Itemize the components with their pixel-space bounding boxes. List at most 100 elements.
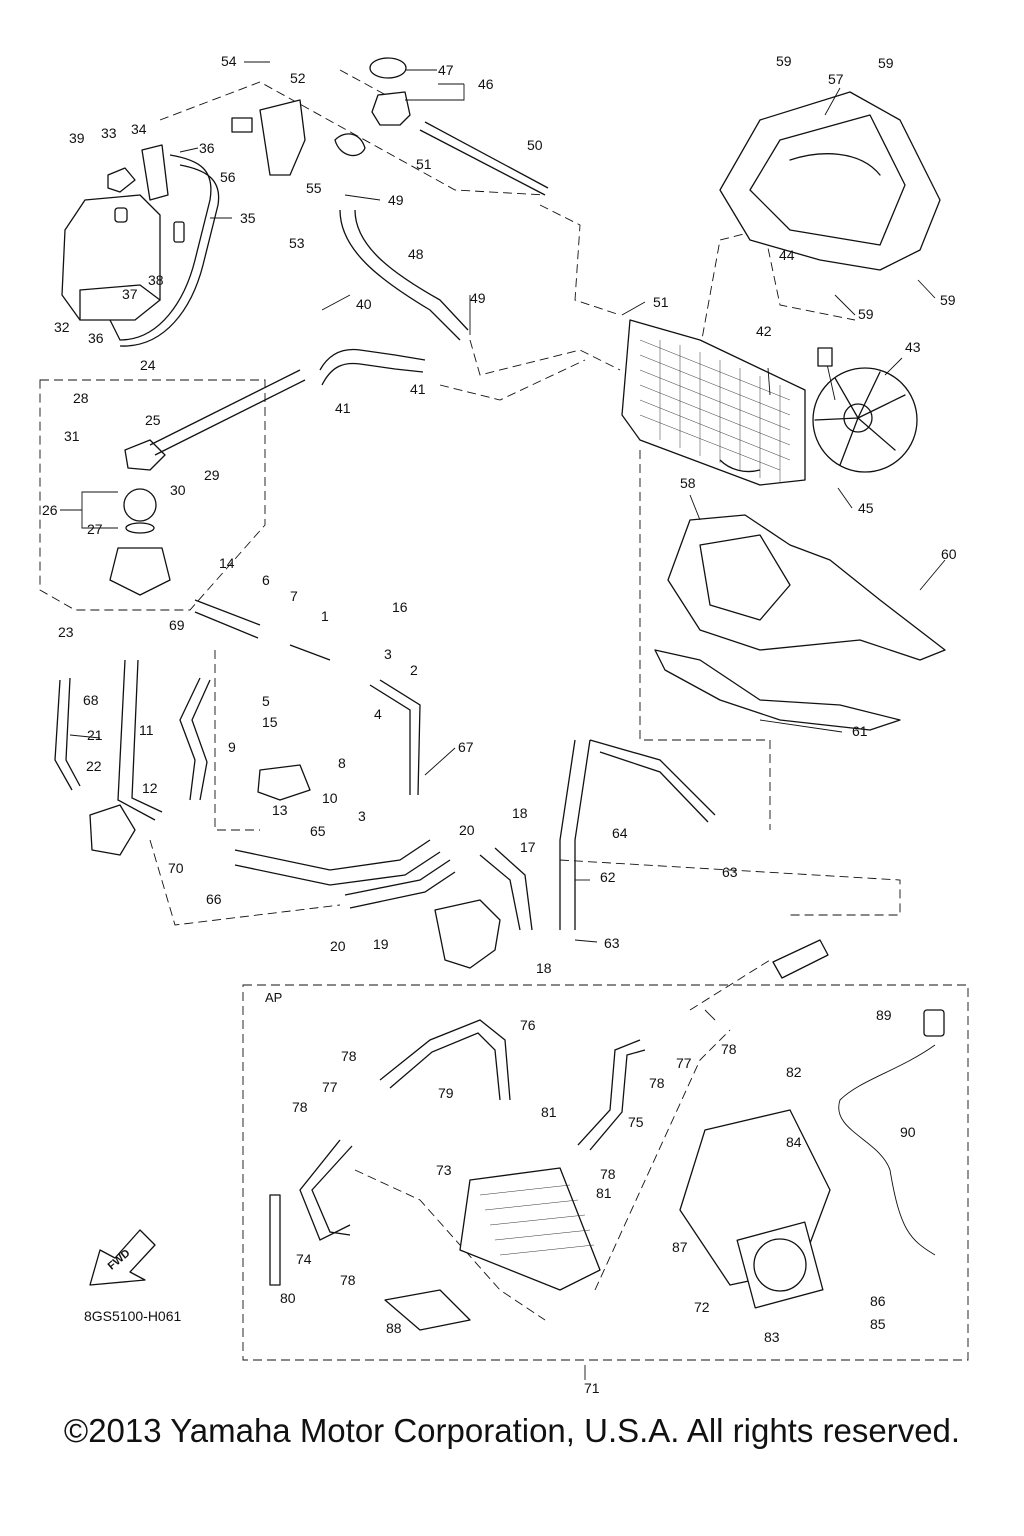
callout-45: 45 xyxy=(858,500,874,516)
callout-11: 11 xyxy=(139,722,154,738)
callout-18: 18 xyxy=(512,805,528,821)
callout-58: 58 xyxy=(680,475,696,491)
callout-39: 39 xyxy=(69,130,85,146)
callout-22: 22 xyxy=(86,758,102,774)
callout-8: 8 xyxy=(338,755,346,771)
callout-71: 71 xyxy=(584,1380,600,1396)
callout-50: 50 xyxy=(527,137,543,153)
diagram-code: 8GS5100-H061 xyxy=(84,1308,182,1324)
callout-78: 78 xyxy=(721,1041,737,1057)
callout-12: 12 xyxy=(142,780,158,796)
callout-77: 77 xyxy=(322,1079,338,1095)
callout-32: 32 xyxy=(54,319,70,335)
callout-43: 43 xyxy=(905,339,921,355)
callout-54: 54 xyxy=(221,53,237,69)
callout-48: 48 xyxy=(408,246,424,262)
callout-14: 14 xyxy=(219,555,235,571)
callout-78: 78 xyxy=(292,1099,308,1115)
callout-63: 63 xyxy=(604,935,620,951)
callout-37: 37 xyxy=(122,286,138,302)
callout-78: 78 xyxy=(600,1166,616,1182)
callout-86: 86 xyxy=(870,1293,886,1309)
callout-73: 73 xyxy=(436,1162,452,1178)
callout-15: 15 xyxy=(262,714,278,730)
callout-3: 3 xyxy=(384,646,392,662)
radiator-fan xyxy=(812,347,918,473)
callout-26: 26 xyxy=(42,502,58,518)
callout-69: 69 xyxy=(169,617,185,633)
callout-66: 66 xyxy=(206,891,222,907)
callout-87: 87 xyxy=(672,1239,688,1255)
radiator xyxy=(621,319,806,486)
ap-group-parts xyxy=(269,939,945,1331)
callout-75: 75 xyxy=(628,1114,644,1130)
callout-19: 19 xyxy=(373,936,389,952)
callout-46: 46 xyxy=(478,76,494,92)
callout-24: 24 xyxy=(140,357,156,373)
lower-hoses xyxy=(54,599,716,931)
callout-78: 78 xyxy=(340,1272,356,1288)
callout-49: 49 xyxy=(470,290,486,306)
filler-cap-assembly xyxy=(231,57,549,196)
hoses-upper xyxy=(319,209,469,386)
callout-49: 49 xyxy=(388,192,404,208)
callout-59: 59 xyxy=(858,306,874,322)
callout-57: 57 xyxy=(828,71,844,87)
callout-44: 44 xyxy=(779,247,795,263)
callout-60: 60 xyxy=(941,546,957,562)
callout-61: 61 xyxy=(852,723,868,739)
callout-34: 34 xyxy=(131,121,147,137)
callout-83: 83 xyxy=(764,1329,780,1345)
callout-6: 6 xyxy=(262,572,270,588)
callout-68: 68 xyxy=(83,692,99,708)
callout-51: 51 xyxy=(653,294,669,310)
callout-10: 10 xyxy=(322,790,338,806)
callout-28: 28 xyxy=(73,390,89,406)
callout-1: 1 xyxy=(321,608,329,624)
callout-38: 38 xyxy=(148,272,164,288)
callout-78: 78 xyxy=(649,1075,665,1091)
callout-56: 56 xyxy=(220,169,236,185)
fwd-arrow-icon: FWD xyxy=(89,1229,156,1286)
thermostat-housing xyxy=(109,369,306,596)
callout-90: 90 xyxy=(900,1124,916,1140)
callout-41: 41 xyxy=(410,381,426,397)
callout-23: 23 xyxy=(58,624,74,640)
callout-36: 36 xyxy=(199,140,215,156)
callout-27: 27 xyxy=(87,521,103,537)
water-pump-parts xyxy=(89,764,501,969)
callout-59: 59 xyxy=(776,53,792,69)
callout-74: 74 xyxy=(296,1251,312,1267)
callout-2: 2 xyxy=(410,662,418,678)
callout-36: 36 xyxy=(88,330,104,346)
callout-70: 70 xyxy=(168,860,184,876)
callout-40: 40 xyxy=(356,296,372,312)
callout-4: 4 xyxy=(374,706,382,722)
copyright-notice: ©2013 Yamaha Motor Corporation, U.S.A. A… xyxy=(63,1412,961,1449)
callout-78: 78 xyxy=(341,1048,357,1064)
callout-64: 64 xyxy=(612,825,628,841)
callout-20: 20 xyxy=(330,938,346,954)
callout-88: 88 xyxy=(386,1320,402,1336)
callout-47: 47 xyxy=(438,62,454,78)
callout-18: 18 xyxy=(536,960,552,976)
callout-7: 7 xyxy=(290,588,298,604)
callout-5: 5 xyxy=(262,693,270,709)
air-duct xyxy=(654,514,946,731)
callout-55: 55 xyxy=(306,180,322,196)
fan-shroud xyxy=(719,91,941,271)
callout-84: 84 xyxy=(786,1134,802,1150)
callout-65: 65 xyxy=(310,823,326,839)
callout-53: 53 xyxy=(289,235,305,251)
callout-59: 59 xyxy=(940,292,956,308)
callout-76: 76 xyxy=(520,1017,536,1033)
callout-51: 51 xyxy=(416,156,432,172)
callout-9: 9 xyxy=(228,739,236,755)
callout-33: 33 xyxy=(101,125,117,141)
callout-21: 21 xyxy=(87,727,103,743)
callout-77: 77 xyxy=(676,1055,692,1071)
callout-81: 81 xyxy=(596,1185,612,1201)
callout-29: 29 xyxy=(204,467,220,483)
